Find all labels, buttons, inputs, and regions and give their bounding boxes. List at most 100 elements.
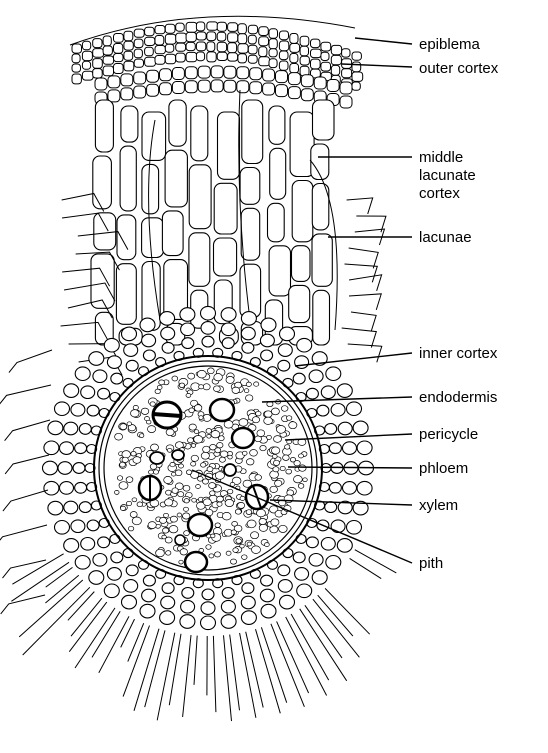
label-phloem: phloem [419, 460, 468, 477]
stele-cell [246, 510, 252, 515]
inner-cortex-cell [357, 481, 372, 495]
stele-cell [255, 475, 262, 481]
inner-cortex-cell [337, 539, 352, 553]
stele-cell [126, 477, 133, 483]
epiblema-cell [217, 32, 226, 41]
inner-cortex-cell [331, 520, 345, 533]
outer-cortex-cell [108, 90, 120, 102]
inner-cortex-cell [142, 589, 156, 602]
inner-cortex-cell [280, 327, 295, 341]
epiblema-cell [186, 22, 197, 32]
lacunate-cell [240, 264, 261, 317]
outer-cortex-cell [237, 67, 249, 79]
stele-cell [188, 438, 194, 443]
epiblema-cell [93, 59, 103, 69]
outer-cortex-cell [147, 70, 159, 82]
stele-cell [303, 478, 308, 482]
lacunate-cell [313, 290, 330, 345]
inner-cortex-cell [107, 356, 121, 369]
radiating-cell-wall [123, 626, 149, 697]
inner-cortex-cell [261, 318, 276, 332]
stele-cell [171, 472, 175, 476]
inner-cortex-cell [278, 344, 292, 357]
stele-cell [148, 522, 156, 529]
inner-cortex-cell [87, 520, 99, 531]
stele-cell [286, 416, 292, 421]
stele-cell [230, 559, 236, 564]
lacunate-cell [121, 106, 138, 142]
epiblema-cell [196, 42, 205, 51]
epiblema-cell [259, 37, 269, 46]
outer-cortex-cell [301, 75, 313, 87]
inner-cortex-cell [71, 520, 85, 533]
stele-cell [132, 498, 137, 502]
stele-cell [131, 410, 140, 417]
stele-cell [191, 462, 196, 466]
stele-cell [206, 545, 211, 550]
radiating-cell-wall [305, 605, 342, 658]
epiblema-cell [103, 46, 112, 55]
epiblema-cell [207, 52, 216, 62]
inner-cortex-cell [293, 373, 305, 384]
stele-cell [199, 416, 203, 420]
stele-cell [130, 512, 137, 518]
radiating-cell-wall [246, 632, 264, 708]
inner-cortex-cell [43, 461, 58, 475]
epiblema-cell [228, 23, 238, 32]
inner-cortex-cell [126, 360, 138, 371]
stele-cell [165, 499, 173, 506]
stele-cell [254, 382, 259, 386]
outer-cortex-cell [185, 67, 197, 79]
stele-cell [289, 422, 297, 429]
stele-cell [192, 498, 197, 502]
stele-cell [133, 405, 138, 409]
stele-cell [279, 525, 288, 532]
stele-cell [188, 373, 195, 379]
stele-cell [153, 470, 158, 474]
stele-cell [203, 384, 210, 390]
epiblema-cell [279, 61, 288, 70]
stele-cell [276, 426, 285, 434]
inner-cortex-cell [64, 422, 78, 435]
outer-cortex-cell [121, 88, 133, 100]
inner-cortex-cell [343, 482, 357, 495]
inner-cortex-cell [261, 350, 273, 361]
stele-cell [189, 408, 195, 413]
label-middle-line3: cortex [419, 185, 460, 202]
stele-cell [252, 546, 261, 554]
epiblema-cell [228, 43, 237, 53]
inner-cortex-cell [89, 352, 104, 366]
epiblema-cell [145, 47, 154, 56]
inner-cortex-cell [261, 575, 273, 586]
radiating-cell-wall [0, 525, 47, 547]
inner-cortex-cell [201, 616, 216, 630]
epiblema-cell [103, 66, 113, 76]
epiblema-leader [355, 38, 412, 44]
epiblema-cell [259, 57, 270, 66]
radiating-cell-wall [5, 455, 49, 474]
inner-cortex-cell [111, 552, 123, 563]
outer-cortex-cell [237, 81, 249, 93]
label-endodermis: endodermis [419, 389, 497, 406]
outer-cortex-cell [211, 80, 223, 92]
stele-cell [215, 472, 224, 480]
epiblema-cell [114, 34, 124, 43]
stele-cell [119, 482, 128, 490]
stele-cell [209, 483, 216, 489]
stele-cell [128, 526, 133, 531]
stele-cell [247, 542, 252, 546]
stele-cell [250, 450, 258, 457]
epiblema-cell [176, 53, 186, 62]
stele-cell [117, 476, 122, 481]
stele-cell [160, 517, 167, 523]
stele-cell [175, 470, 182, 476]
stele-cell [299, 465, 307, 471]
lacunate-cell [313, 100, 335, 140]
inner-cortex-cell [306, 537, 318, 548]
epiblema-cell [145, 37, 155, 45]
stele-cell [217, 443, 223, 448]
epiblema-cell [114, 44, 123, 54]
inner-cortex-cell [331, 404, 345, 417]
inner-cortex-cell [73, 463, 85, 474]
stele-cell [217, 502, 222, 506]
